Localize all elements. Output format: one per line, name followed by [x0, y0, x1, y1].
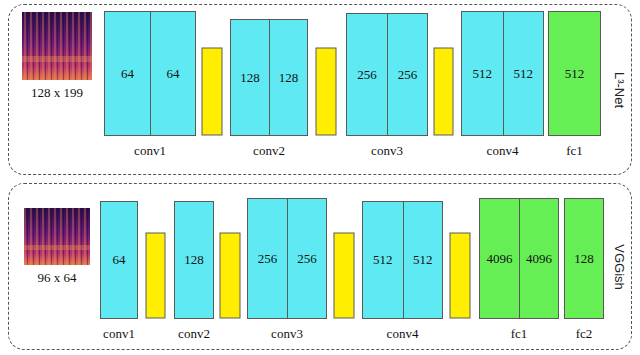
channel-count: 128	[184, 252, 204, 268]
layer-name: conv3	[336, 143, 438, 159]
layer-unit: 64	[100, 201, 138, 319]
channel-count: 4096	[526, 251, 552, 267]
channel-count: 64	[113, 252, 126, 268]
channel-count: 512	[473, 66, 493, 82]
layer-unit: 512	[461, 11, 504, 136]
layer-name: fc1	[538, 143, 611, 159]
layer-name: fc1	[469, 326, 569, 342]
layer-block: fc140964096	[479, 198, 559, 319]
input-size: 128 x 199	[31, 85, 83, 101]
layer-block: conv2128128	[230, 19, 308, 136]
layer-unit: 4096	[519, 198, 559, 319]
layer-unit: 256	[387, 13, 428, 136]
channel-count: 256	[398, 67, 418, 83]
layer-block: conv3256256	[247, 198, 327, 319]
layer-name: conv1	[94, 143, 206, 159]
layer-name: conv4	[451, 143, 554, 159]
layer-unit: 256	[247, 198, 288, 319]
channel-count: 512	[514, 66, 534, 82]
layer-block: fc2128	[564, 198, 604, 319]
layer-unit: 128	[564, 198, 604, 319]
layer-unit: 128	[230, 19, 270, 136]
layer-name: conv2	[220, 143, 318, 159]
channel-count: 256	[258, 251, 278, 267]
layer-unit: 512	[403, 201, 444, 319]
channel-count: 256	[297, 251, 317, 267]
layer-unit: 64	[150, 11, 196, 136]
network-panel: VGGishconv164conv2128conv3256256conv4512…	[8, 183, 632, 350]
spectrogram	[22, 12, 92, 80]
layer-block: conv4512512	[362, 201, 443, 319]
spectrogram	[24, 208, 90, 265]
channel-count: 128	[240, 70, 260, 86]
network-panel: L³-Net conv1 64 64 conv2 128 128 conv3 256 256 con…	[8, 4, 632, 175]
layer-name: conv3	[237, 326, 337, 342]
layer-block: conv3256256	[346, 13, 428, 136]
layer-name: fc2	[554, 326, 614, 342]
layer-unit: 4096	[479, 198, 520, 319]
layer-unit: 256	[287, 198, 327, 319]
channel-count: 64	[167, 66, 180, 82]
layer-unit: 64	[104, 11, 151, 136]
layer-block: fc1512	[548, 11, 601, 136]
layer-name: conv2	[164, 326, 224, 342]
layer-name: conv1	[90, 326, 148, 342]
layer-unit: 512	[548, 11, 601, 136]
channel-count: 512	[565, 66, 585, 82]
channel-count: 128	[279, 70, 299, 86]
layer-unit: 128	[174, 201, 214, 319]
channel-count: 4096	[487, 251, 513, 267]
layer-name: conv4	[352, 326, 453, 342]
layer-unit: 256	[346, 13, 388, 136]
layer-block: conv4512512	[461, 11, 544, 136]
channel-count: 256	[357, 67, 377, 83]
layer-unit: 128	[269, 19, 308, 136]
network-name: L³-Net	[612, 71, 627, 107]
input-size: 96 x 64	[38, 270, 77, 286]
channel-count: 512	[413, 252, 433, 268]
layer-unit: 512	[503, 11, 545, 136]
layer-unit: 512	[362, 201, 404, 319]
layer-block: conv16464	[104, 11, 196, 136]
network-name: VGGish	[612, 244, 627, 290]
channel-count: 128	[574, 251, 594, 267]
channel-count: 512	[373, 252, 393, 268]
channel-count: 64	[121, 66, 134, 82]
layer-block: conv164	[100, 201, 138, 319]
layer-block: conv2128	[174, 201, 214, 319]
